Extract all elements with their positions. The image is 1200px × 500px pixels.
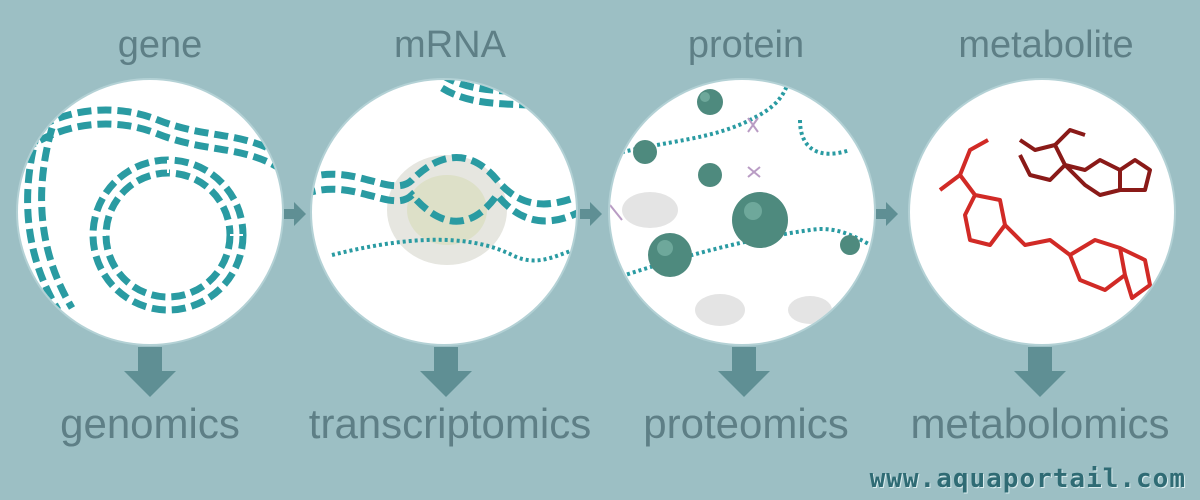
arrow-right-icon [580, 202, 602, 226]
omics-label-transcriptomics: transcriptomics [308, 400, 592, 447]
dna-double-helix-icon [18, 106, 282, 314]
omics-label-proteomics: proteomics [643, 400, 849, 447]
stage-title-gene: gene [117, 24, 203, 66]
molecule-structure-icon [938, 128, 1152, 300]
watermark-text: www.aquaportail.com [869, 464, 1186, 494]
arrow-down-icon [124, 347, 176, 397]
mrna-circle-illustration [312, 80, 576, 344]
stage-mrna: mRNA transcriptomics [300, 0, 600, 500]
arrow-down-icon [420, 347, 472, 397]
stage-title-metabolite: metabolite [958, 24, 1134, 66]
omics-label-metabolomics: metabolomics [910, 400, 1170, 447]
protein-ribosome-icon [610, 80, 874, 326]
mrna-transcription-icon [312, 80, 576, 265]
stage-metabolite: metabolite metabolomics [896, 0, 1196, 500]
stage-title-protein: protein [687, 24, 805, 66]
protein-circle-illustration [610, 80, 874, 344]
omics-label-genomics: genomics [60, 400, 240, 447]
arrow-down-icon [718, 347, 770, 397]
arrow-right-icon [284, 202, 306, 226]
arrow-right-icon [876, 202, 898, 226]
stage-gene: gene genomics [10, 0, 310, 500]
arrow-down-icon [1014, 347, 1066, 397]
stage-protein: protein [596, 0, 896, 500]
metabolite-circle-illustration [910, 80, 1174, 344]
stage-title-mrna: mRNA [394, 24, 506, 66]
gene-circle-illustration [18, 80, 282, 344]
